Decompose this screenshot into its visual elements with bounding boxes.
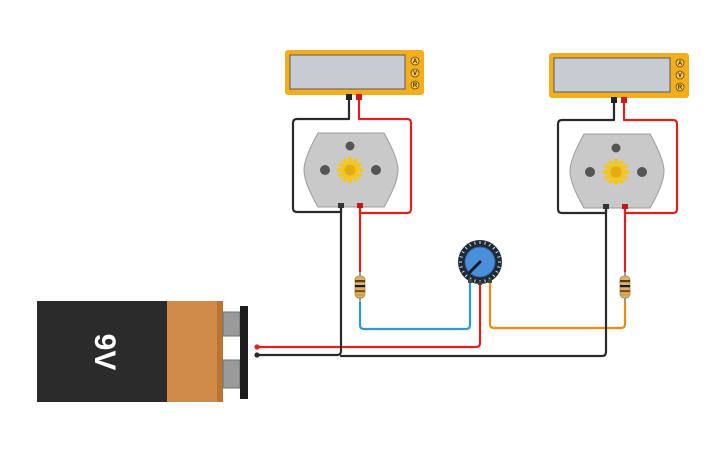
wire-red-pot-battery[interactable] xyxy=(256,280,482,349)
multimeter-left[interactable]: A V R xyxy=(285,50,424,100)
battery-plus-dot[interactable] xyxy=(254,344,260,350)
motor-screw-top xyxy=(611,143,621,153)
wires xyxy=(256,97,679,358)
motor-terminal-black[interactable] xyxy=(338,203,344,208)
multimeter-screen xyxy=(289,54,406,90)
wire-red-meter2-motor2[interactable] xyxy=(622,99,679,215)
battery-terminal-positive[interactable] xyxy=(222,311,241,337)
multimeter-button-a[interactable] xyxy=(675,58,685,68)
motor-screw-right xyxy=(637,167,647,177)
multimeter-probe-black[interactable] xyxy=(611,97,617,103)
battery-9v[interactable]: 9V xyxy=(37,301,260,402)
potentiometer[interactable] xyxy=(458,240,502,285)
resistor-right[interactable] xyxy=(619,272,631,302)
wire-black-meter1-motor1[interactable] xyxy=(291,97,351,214)
battery-terminal-plate xyxy=(240,306,248,399)
potentiometer-pointer xyxy=(468,260,482,274)
multimeter-screen xyxy=(553,57,671,93)
battery-minus-dot[interactable] xyxy=(254,352,260,358)
battery-band xyxy=(167,301,223,402)
multimeter-button-r-label: R xyxy=(678,85,683,91)
battery-terminal-negative[interactable] xyxy=(222,359,241,389)
wire-black-meter2-motor2[interactable] xyxy=(556,99,616,215)
multimeter-button-v-label: V xyxy=(678,73,682,79)
gear-icon xyxy=(337,157,363,183)
battery-band-shade xyxy=(217,301,223,402)
multimeter-right[interactable]: A V R xyxy=(549,53,689,103)
wire-black-motor1-battery[interactable] xyxy=(256,203,343,357)
multimeter-button-v[interactable] xyxy=(410,68,420,78)
motor-screw-left xyxy=(585,167,595,177)
motor-terminal-black[interactable] xyxy=(603,204,609,209)
wire-black-motor2-battery[interactable] xyxy=(339,204,608,358)
dc-motor-left[interactable] xyxy=(303,132,399,208)
multimeter-button-r[interactable] xyxy=(410,80,420,90)
motor-screw-left xyxy=(320,165,330,175)
multimeter-button-r-label: R xyxy=(413,83,418,89)
multimeter-probe-red[interactable] xyxy=(621,97,627,103)
multimeter-button-v-label: V xyxy=(413,71,417,77)
battery-body xyxy=(37,301,169,402)
wire-red-meter1-motor1[interactable] xyxy=(357,97,413,215)
multimeter-probe-red[interactable] xyxy=(356,94,362,100)
gear-icon xyxy=(603,159,629,185)
multimeter-button-r[interactable] xyxy=(675,82,685,92)
motor-screw-top xyxy=(345,141,355,151)
battery-label: 9V xyxy=(88,334,121,371)
multimeter-button-a-label: A xyxy=(678,61,683,67)
multimeter-button-v[interactable] xyxy=(675,70,685,80)
dc-motor-right[interactable] xyxy=(569,133,665,209)
multimeter-probe-black[interactable] xyxy=(346,94,352,100)
motor-screw-right xyxy=(371,165,381,175)
motor-terminal-red[interactable] xyxy=(622,204,628,209)
wire-orange-resistor2-pot[interactable] xyxy=(488,278,627,330)
motor-terminal-red[interactable] xyxy=(357,203,363,208)
multimeter-button-a[interactable] xyxy=(410,56,420,66)
multimeter-button-a-label: A xyxy=(413,59,418,65)
resistor-left[interactable] xyxy=(354,272,366,302)
wire-blue-resistor1-pot[interactable] xyxy=(358,278,472,331)
